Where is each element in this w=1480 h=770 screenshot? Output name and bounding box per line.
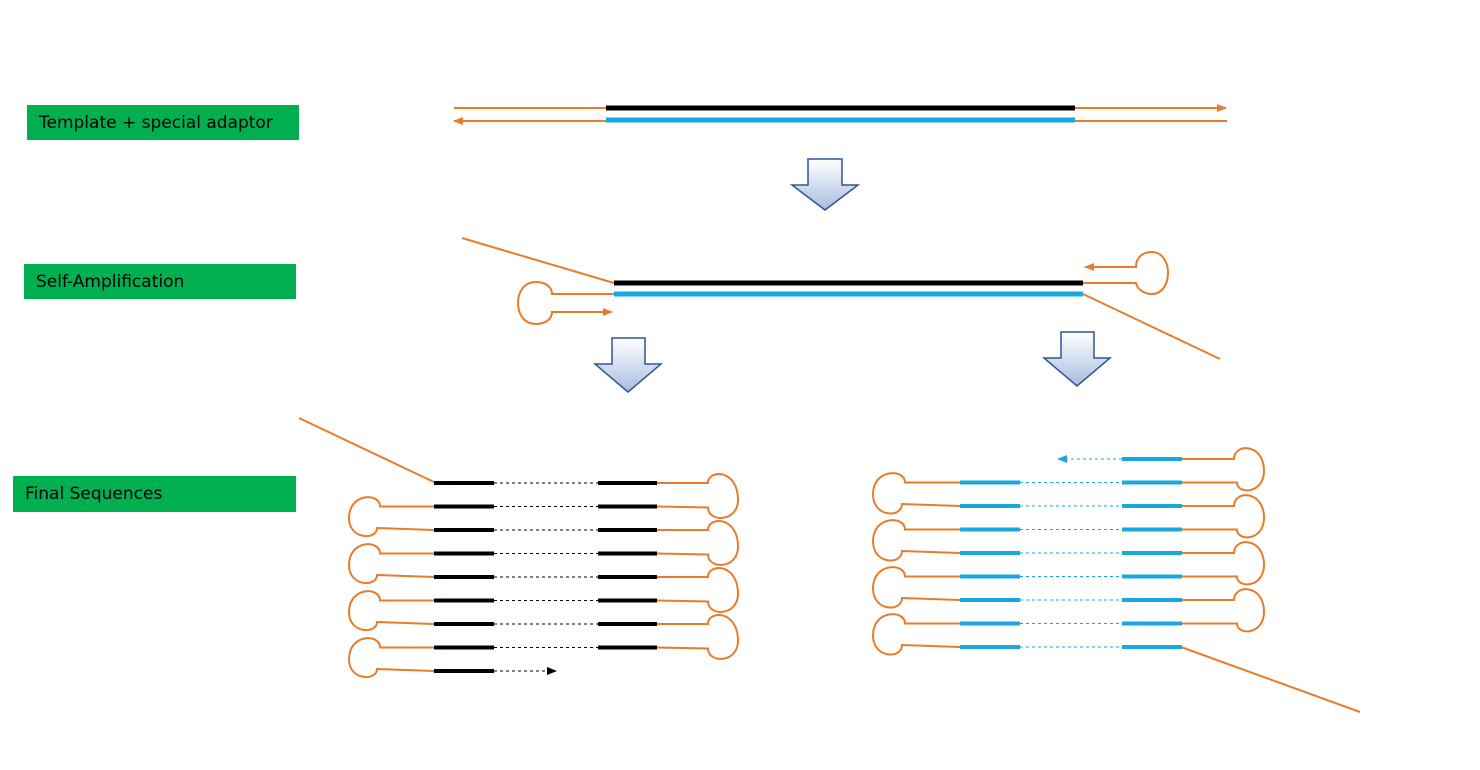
hairpin-right [1182,541,1266,586]
left-tail [298,417,437,484]
hairpin-left [871,613,961,656]
down-arrow-1 [789,158,861,211]
right-tail [1180,646,1361,713]
left-hairpin [516,280,614,326]
template-with-adaptor [453,104,1227,125]
right-tail [1082,293,1221,360]
hairpin-right [1182,447,1266,492]
hairpin-left [347,590,435,631]
hairpin-right [656,567,740,613]
final-sequences-right [871,447,1361,713]
down-arrow-left [592,337,664,393]
hairpin-left [871,519,961,562]
hairpin-right [656,520,740,566]
hairpin-left [871,472,961,515]
down-arrow-right [1041,331,1113,387]
hairpin-left [347,637,435,678]
hairpin-right [656,473,740,519]
final-sequences-label: Final Sequences [13,476,296,512]
hairpin-right [1182,494,1266,539]
final-sequences-left [298,417,740,678]
template-label: Template + special adaptor [27,105,299,140]
hairpin-left [347,543,435,584]
hairpin-right [1182,588,1266,633]
hairpin-right [656,614,740,660]
hairpin-left [347,496,435,537]
hairpin-left [871,566,961,609]
right-hairpin [1083,250,1170,296]
self-amplification-structure [461,237,1221,360]
left-tail [461,237,615,284]
self-amplification-label: Self-Amplification [24,264,296,299]
